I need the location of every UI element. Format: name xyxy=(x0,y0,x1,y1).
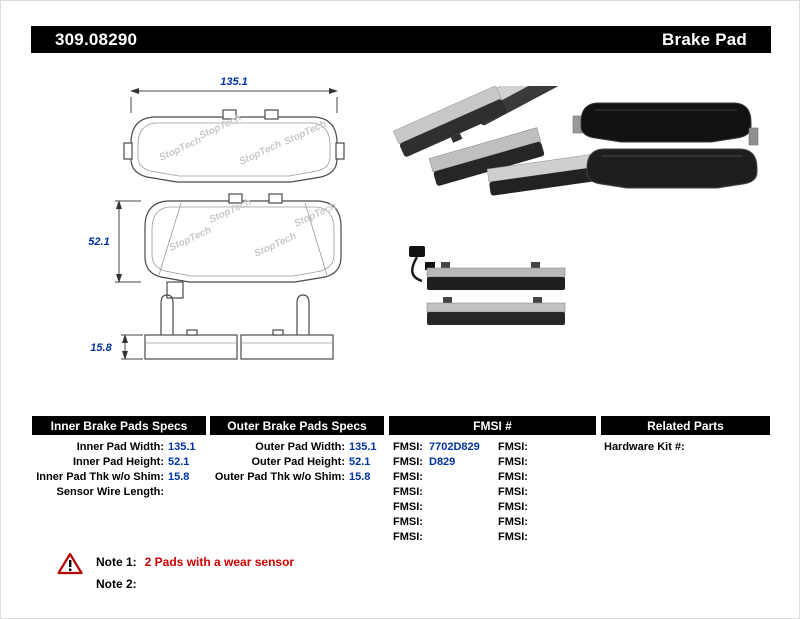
fmsi-row: FMSI: D829 xyxy=(393,455,493,470)
fmsi-label: FMSI: xyxy=(393,531,423,543)
fmsi-row: FMSI: xyxy=(498,440,596,455)
watermark-text: StopTech xyxy=(253,231,299,260)
brake-pad-technical-drawing: 135.1 StopTech StopTech StopTech StopTec… xyxy=(88,76,345,360)
related-parts-column: Hardware Kit #: xyxy=(604,440,770,455)
fmsi-row: FMSI: xyxy=(393,515,493,530)
spec-row: Outer Pad Thk w/o Shim: 15.8 xyxy=(210,470,384,485)
spec-row: Outer Pad Height: 52.1 xyxy=(210,455,384,470)
note-1-label: Note 1: xyxy=(96,555,137,569)
part-number: 309.08290 xyxy=(55,29,138,49)
height-dimension xyxy=(115,200,141,283)
fmsi-row: FMSI: xyxy=(393,530,493,545)
fmsi-row: FMSI: xyxy=(393,470,493,485)
fmsi-value: D829 xyxy=(429,456,456,468)
fmsi-label: FMSI: xyxy=(393,516,423,528)
fmsi-label: FMSI: xyxy=(498,516,528,528)
related-parts-header: Related Parts xyxy=(601,416,770,435)
spec-row: Inner Pad Height: 52.1 xyxy=(32,455,206,470)
pad-set-with-sensor-photo xyxy=(409,246,566,325)
fmsi-header: FMSI # xyxy=(389,416,596,435)
fmsi-label: FMSI: xyxy=(393,471,423,483)
header-bar: 309.08290 Brake Pad xyxy=(31,26,771,53)
fmsi-label: FMSI: xyxy=(393,501,423,513)
outer-pad-drawing xyxy=(123,109,345,183)
spec-label: Outer Pad Thk w/o Shim: xyxy=(214,471,345,483)
spec-label: Inner Pad Height: xyxy=(72,456,164,468)
note-1-text: 2 Pads with a wear sensor xyxy=(144,555,295,569)
fmsi-label: FMSI: xyxy=(498,501,528,513)
fmsi-row: FMSI: xyxy=(393,500,493,515)
product-type-title: Brake Pad xyxy=(662,29,747,49)
spec-row: Outer Pad Width: 135.1 xyxy=(210,440,384,455)
watermark-text: StopTech xyxy=(293,201,339,230)
note-1: Note 1: 2 Pads with a wear sensor xyxy=(96,555,294,569)
fmsi-row: FMSI: xyxy=(498,500,596,515)
fmsi-row: FMSI: xyxy=(498,515,596,530)
thickness-dimension xyxy=(121,334,143,360)
spec-label: Hardware Kit #: xyxy=(604,441,685,453)
thickness-dimension-label: 15.8 xyxy=(90,342,112,354)
spec-value: 52.1 xyxy=(168,456,190,468)
fmsi-column-2: FMSI: FMSI: FMSI: FMSI: FMSI: FMSI: FMSI… xyxy=(498,440,596,545)
fmsi-label: FMSI: xyxy=(498,486,528,498)
wear-sensor-wire xyxy=(411,256,423,283)
spec-row: Sensor Wire Length: xyxy=(32,485,206,500)
fmsi-column-1: FMSI: 7702D829 FMSI: D829 FMSI: FMSI: FM… xyxy=(393,440,493,545)
fmsi-row: FMSI: xyxy=(498,470,596,485)
inner-specs-column: Inner Pad Width: 135.1 Inner Pad Height:… xyxy=(32,440,206,500)
note-2-label: Note 2: xyxy=(96,577,137,591)
fmsi-label: FMSI: xyxy=(498,441,528,453)
fmsi-label: FMSI: xyxy=(393,441,423,453)
spec-label: Outer Pad Height: xyxy=(251,456,345,468)
spec-row: Inner Pad Thk w/o Shim: 15.8 xyxy=(32,470,206,485)
backing-plate-pads-photo xyxy=(572,102,759,189)
warning-triangle-icon xyxy=(57,552,83,575)
spec-value: 52.1 xyxy=(349,456,371,468)
spec-label: Inner Pad Thk w/o Shim: xyxy=(36,471,164,483)
outer-specs-header: Outer Brake Pads Specs xyxy=(210,416,384,435)
pads-cluster-photo xyxy=(392,86,605,196)
watermark-text: StopTech xyxy=(158,135,204,164)
spec-value: 15.8 xyxy=(168,471,190,483)
height-dimension-label: 52.1 xyxy=(88,236,109,248)
width-dimension xyxy=(130,88,338,113)
pad-edge-view-drawing xyxy=(144,294,334,360)
watermark-text: StopTech xyxy=(168,225,214,254)
fmsi-label: FMSI: xyxy=(498,531,528,543)
spec-label: Sensor Wire Length: xyxy=(56,486,164,498)
outer-specs-column: Outer Pad Width: 135.1 Outer Pad Height:… xyxy=(210,440,384,485)
fmsi-label: FMSI: xyxy=(498,471,528,483)
width-dimension-label: 135.1 xyxy=(220,76,248,88)
fmsi-row: FMSI: xyxy=(498,485,596,500)
note-2: Note 2: xyxy=(96,577,145,591)
fmsi-label: FMSI: xyxy=(393,456,423,468)
fmsi-label: FMSI: xyxy=(498,456,528,468)
spec-value: 15.8 xyxy=(349,471,371,483)
fmsi-value: 7702D829 xyxy=(429,441,480,453)
spec-row: Inner Pad Width: 135.1 xyxy=(32,440,206,455)
spec-value: 135.1 xyxy=(168,441,196,453)
spec-value: 135.1 xyxy=(349,441,377,453)
spec-row: Hardware Kit #: xyxy=(604,440,770,455)
fmsi-row: FMSI: xyxy=(393,485,493,500)
fmsi-row: FMSI: xyxy=(498,455,596,470)
watermark-text: StopTech xyxy=(238,139,284,168)
fmsi-label: FMSI: xyxy=(393,486,423,498)
inner-pad-drawing xyxy=(144,193,342,299)
spec-label: Outer Pad Width: xyxy=(255,441,345,453)
fmsi-row: FMSI: 7702D829 xyxy=(393,440,493,455)
fmsi-row: FMSI: xyxy=(498,530,596,545)
inner-specs-header: Inner Brake Pads Specs xyxy=(32,416,206,435)
spec-label: Inner Pad Width: xyxy=(76,441,164,453)
product-photos xyxy=(392,86,759,325)
